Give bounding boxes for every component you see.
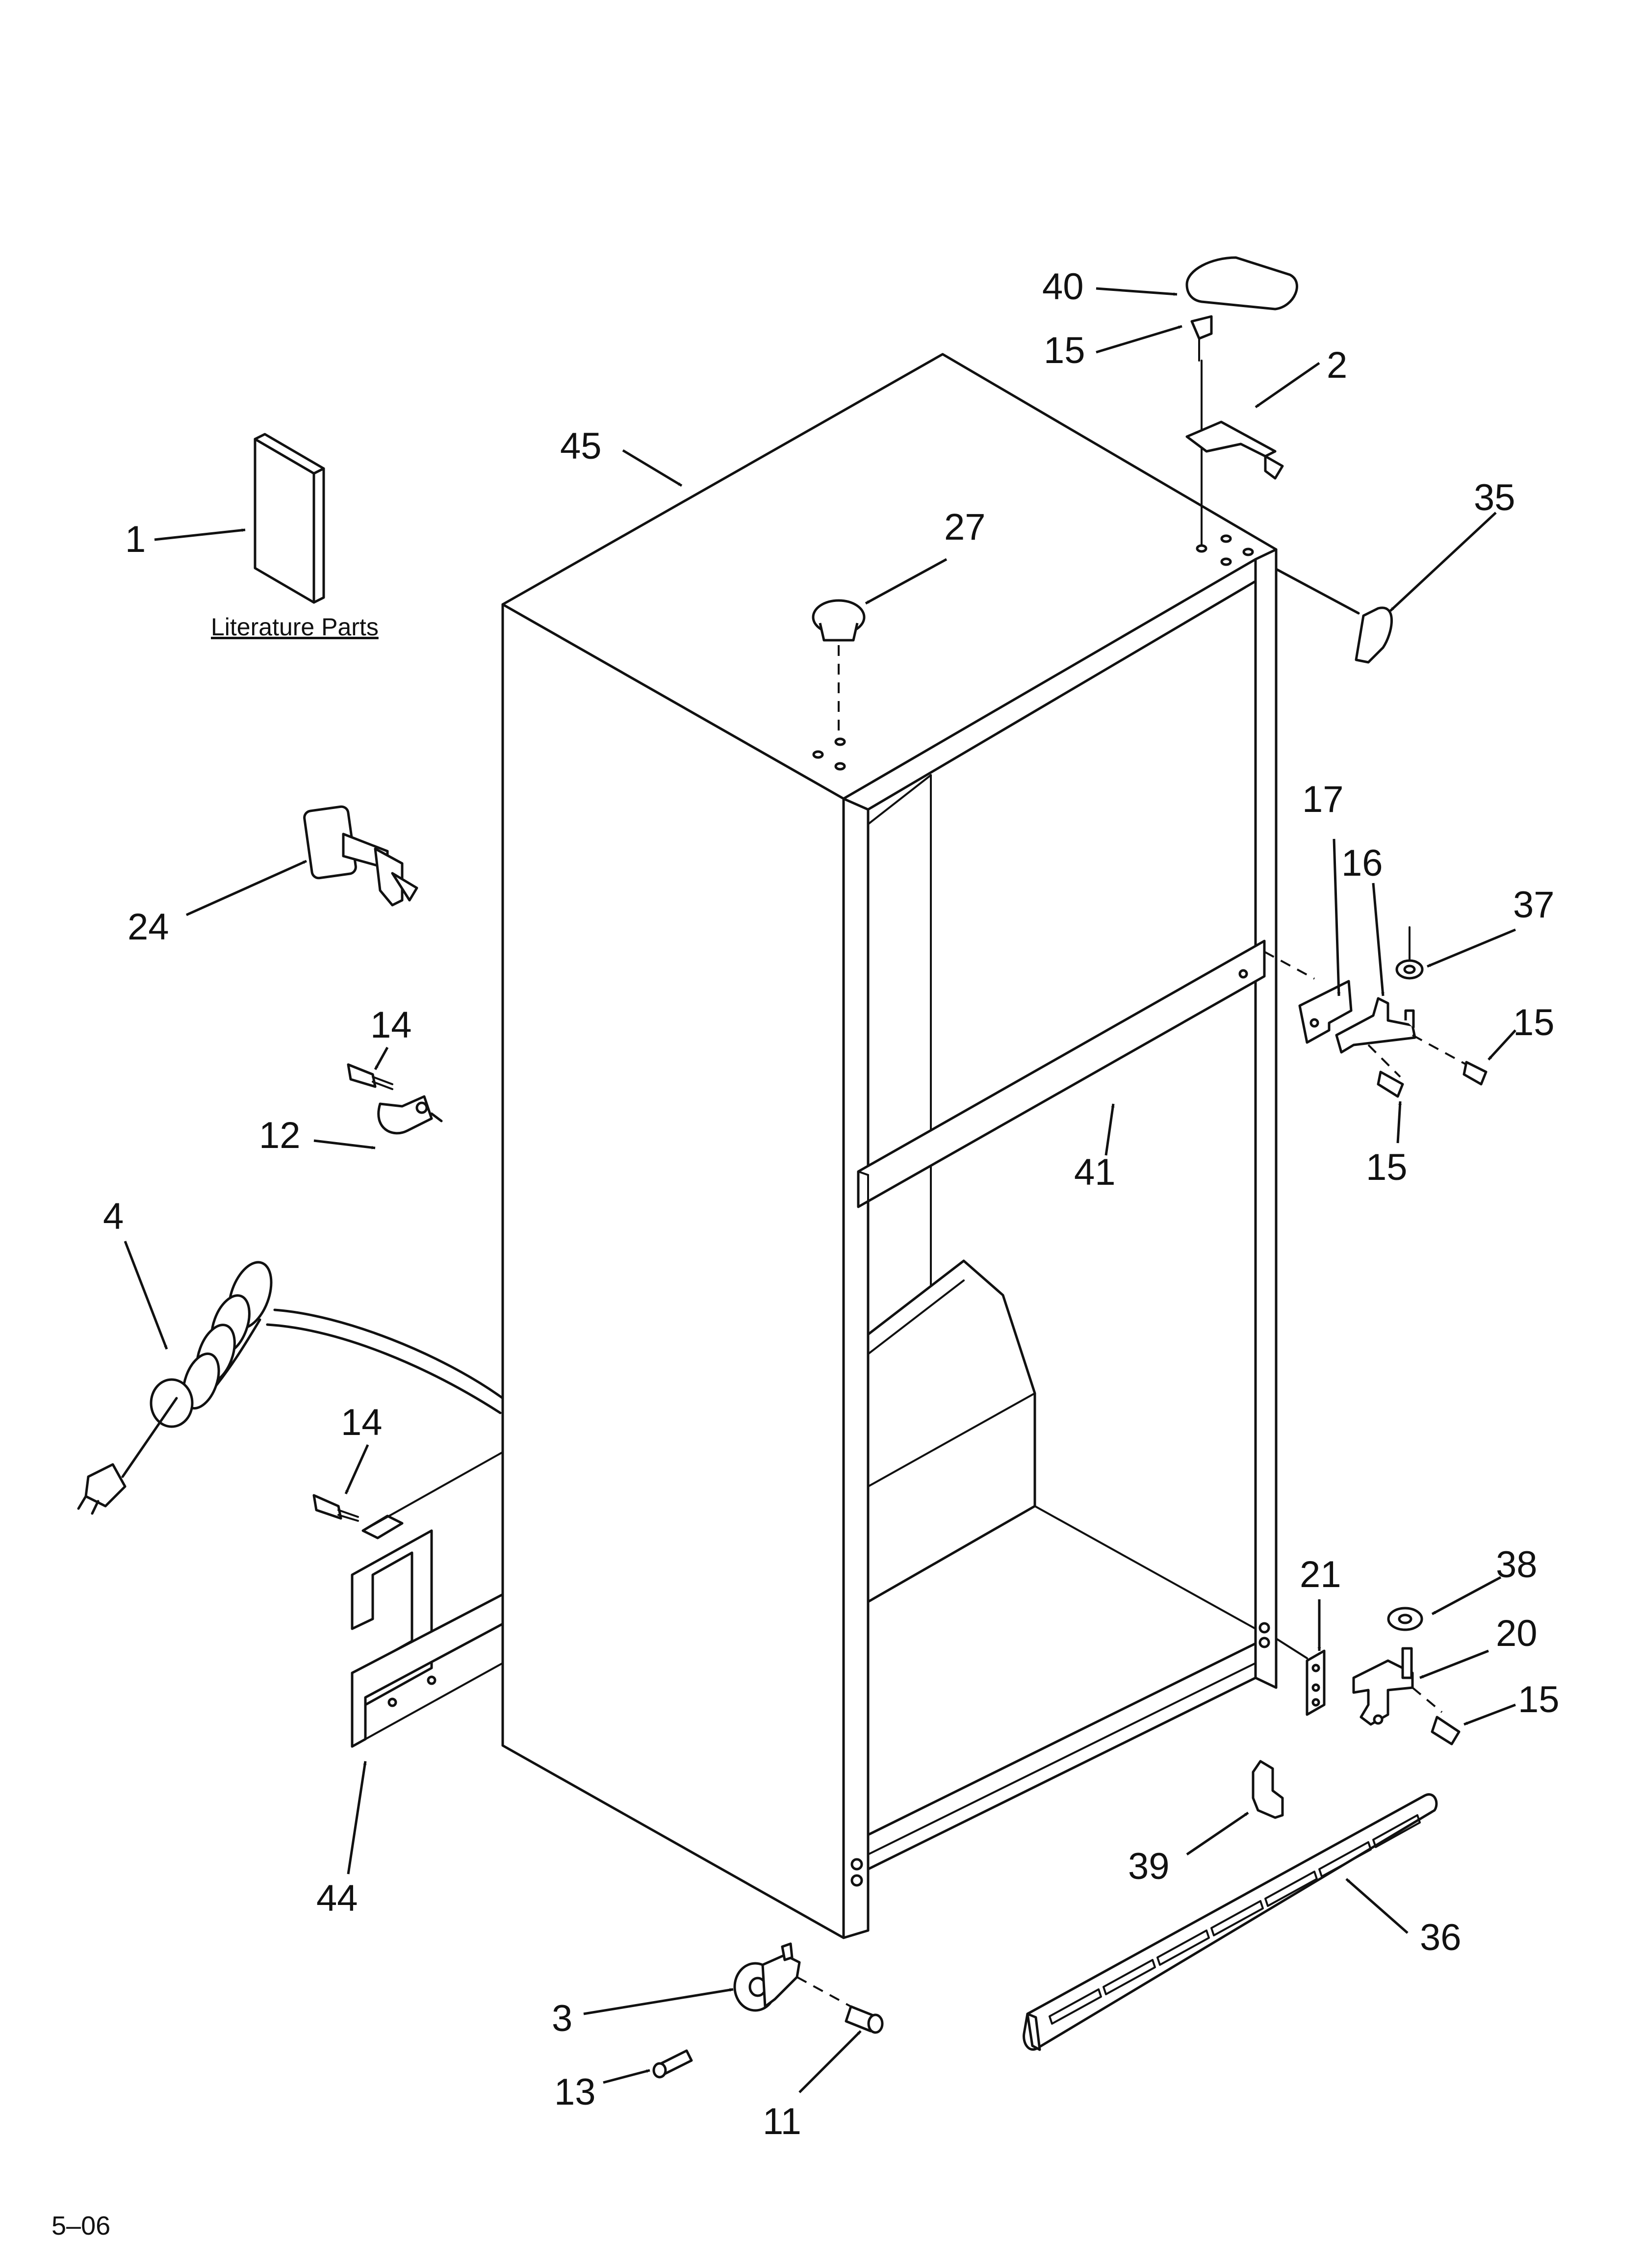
grille-louvers (1049, 1814, 1421, 2025)
callout-1: 1 (125, 519, 146, 560)
callout-12: 12 (259, 1115, 301, 1156)
callout-15-bottom: 15 (1518, 1679, 1560, 1721)
callout-11: 11 (763, 2101, 801, 2142)
literature-parts-label: Literature Parts (211, 613, 379, 641)
grille-and-clip (1023, 1760, 1438, 2051)
callout-17: 17 (1302, 779, 1344, 820)
callout-39: 39 (1128, 1846, 1170, 1887)
callout-16: 16 (1341, 842, 1383, 884)
top-plug (812, 599, 866, 733)
callout-44: 44 (316, 1877, 358, 1919)
callout-4: 4 (103, 1196, 124, 1237)
callout-15-mid-lower: 15 (1366, 1147, 1408, 1188)
callout-21: 21 (1300, 1554, 1341, 1595)
callout-41: 41 (1074, 1151, 1116, 1193)
literature-booklet (254, 433, 325, 604)
callout-2: 2 (1327, 344, 1347, 386)
date-code: 5–06 (51, 2211, 110, 2241)
screw-and-clamp-upper (347, 1063, 443, 1135)
roller-assembly (652, 1942, 884, 2079)
callout-14-upper: 14 (370, 1004, 412, 1046)
callout-36: 36 (1420, 1917, 1462, 1958)
callout-24: 24 (128, 906, 169, 948)
callout-14-lower: 14 (341, 1402, 383, 1443)
callout-15-top: 15 (1044, 330, 1085, 371)
leveling-part (303, 805, 418, 907)
divider-rail (857, 939, 1315, 1208)
bottom-hinge-assembly (1275, 1607, 1461, 1746)
callout-27: 27 (944, 506, 986, 548)
callout-15-mid-right: 15 (1513, 1002, 1555, 1043)
callout-40: 40 (1042, 266, 1084, 308)
callout-45: 45 (560, 425, 602, 467)
callout-20: 20 (1496, 1613, 1538, 1654)
callout-38: 38 (1496, 1544, 1538, 1586)
callout-labels: 40 15 2 45 35 1 27 Literature Parts 17 1… (51, 266, 1560, 2241)
callout-37: 37 (1513, 884, 1555, 926)
screw-and-bracket-lower (312, 1451, 504, 1748)
callout-13: 13 (554, 2071, 596, 2113)
callout-35: 35 (1474, 477, 1515, 519)
top-hinge-assembly (1185, 256, 1393, 664)
leader-lines (124, 287, 1516, 2093)
callout-3: 3 (552, 1998, 572, 2039)
power-cord (77, 1261, 504, 1515)
middle-hinge-assembly (1298, 926, 1488, 1098)
cabinet (501, 353, 1278, 1939)
